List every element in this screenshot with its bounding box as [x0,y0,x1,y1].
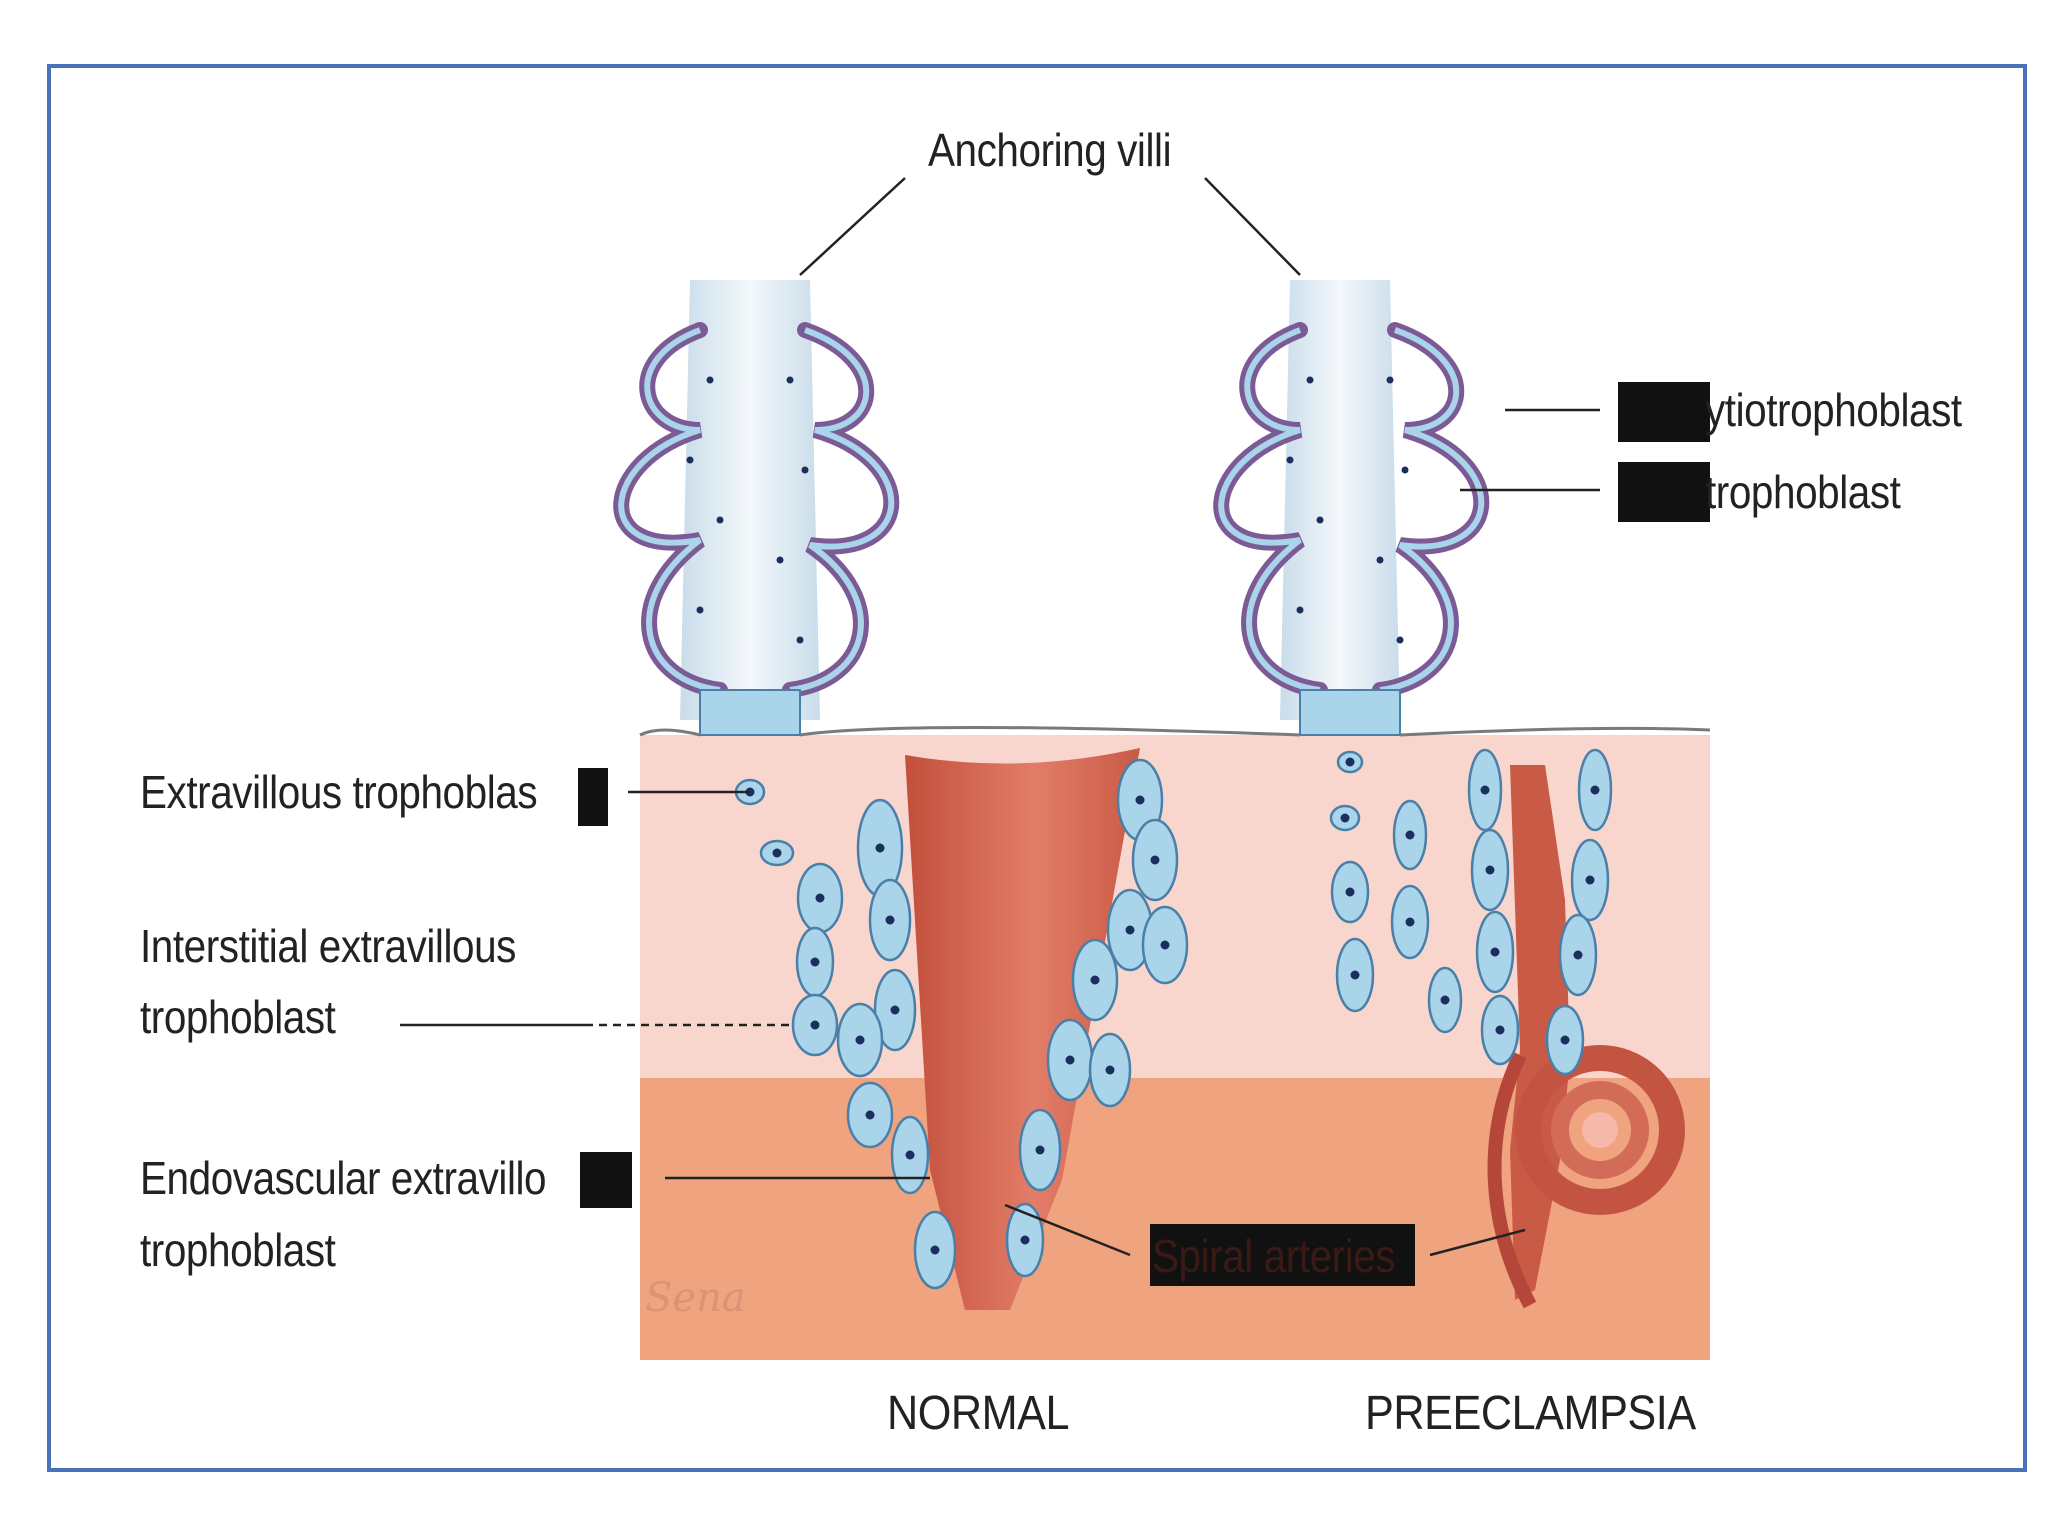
cell-nucleus [1035,1145,1045,1155]
cell-nucleus [1480,785,1490,795]
villus-nucleus [1286,456,1294,464]
artist-signature: Sena [645,1275,746,1321]
label-endovascular-line2: trophoblast [140,1224,336,1276]
redaction-box [578,768,608,826]
label-anchoring-villi: Anchoring villi [928,124,1172,176]
cell-nucleus [1485,865,1495,875]
cell-nucleus [865,1110,875,1120]
redaction-box [1618,462,1710,522]
cell-nucleus [1440,995,1450,1005]
cell-nucleus [810,1020,820,1030]
cell-nucleus [1585,875,1595,885]
cell-nucleus [1405,830,1415,840]
basal-plate-outline [639,726,1711,737]
cell-nucleus [1065,1055,1075,1065]
cell-nucleus [1345,757,1355,767]
cell-nucleus [1490,947,1500,957]
villus-nucleus [716,516,724,524]
figure-frame [47,64,2027,1472]
villus-nucleus [796,636,804,644]
cell-nucleus [1020,1235,1030,1245]
villus-nucleus [776,556,784,564]
cell-nucleus [1150,855,1160,865]
label-cytotrophoblast: trophoblast [1705,466,1901,518]
cell-nucleus [1560,1035,1570,1045]
label-endovascular-line1: Endovascular extravillo [140,1152,547,1204]
preeclampsia-spiral-artery [1487,765,1685,1309]
villus-nucleus [1386,376,1394,384]
trophoblast-cells [686,376,1613,1290]
cell-nucleus [1573,950,1583,960]
cell-nucleus [1350,970,1360,980]
redaction-box [1618,382,1710,442]
villus-nucleus [696,606,704,614]
label-extravillous-trophoblast: Extravillous trophoblas [140,766,538,818]
cell-nucleus [1135,795,1145,805]
cell-nucleus [1105,1065,1115,1075]
villus-nucleus [686,456,694,464]
cell-nucleus [1160,940,1170,950]
cell-nucleus [855,1035,865,1045]
cell-nucleus [1345,887,1355,897]
leader-lines [400,177,1600,1257]
redaction-box [580,1152,632,1208]
cell-nucleus [815,893,825,903]
villus-nucleus [1306,376,1314,384]
cell-nucleus [1405,917,1415,927]
cell-nucleus [810,957,820,967]
cell-nucleus [1590,785,1600,795]
label-interstitial-line2: trophoblast [140,991,336,1043]
normal-spiral-artery [905,748,1140,1310]
cell-nucleus [885,915,895,925]
cell-nucleus [890,1005,900,1015]
cell-nucleus [905,1150,915,1160]
anchoring-villus-left [613,280,900,736]
cell-nucleus [1125,925,1135,935]
label-interstitial-line1: Interstitial extravillous [140,920,516,972]
villus-nucleus [1316,516,1324,524]
cell-nucleus [930,1245,940,1255]
villus-nucleus [786,376,794,384]
cell-nucleus [772,848,782,858]
anchoring-villus-right [1213,280,1490,736]
villus-nucleus [1376,556,1384,564]
cell-nucleus [1090,975,1100,985]
spiral-arteries-label-box [1150,1224,1415,1286]
cell-nucleus [875,843,885,853]
cell-nucleus [1340,813,1350,823]
label-spiral-arteries: Spiral arteries [1152,1230,1396,1282]
villus-nucleus [1396,636,1404,644]
villus-nucleus [1296,606,1304,614]
villus-nucleus [706,376,714,384]
villus-nucleus [1401,466,1409,474]
villus-nucleus [801,466,809,474]
label-syncytiotrophoblast: ytiotrophoblast [1705,384,1962,436]
cell-nucleus [1495,1025,1505,1035]
caption-preeclampsia: PREECLAMPSIA [1365,1387,1696,1440]
caption-normal: NORMAL [887,1387,1070,1440]
